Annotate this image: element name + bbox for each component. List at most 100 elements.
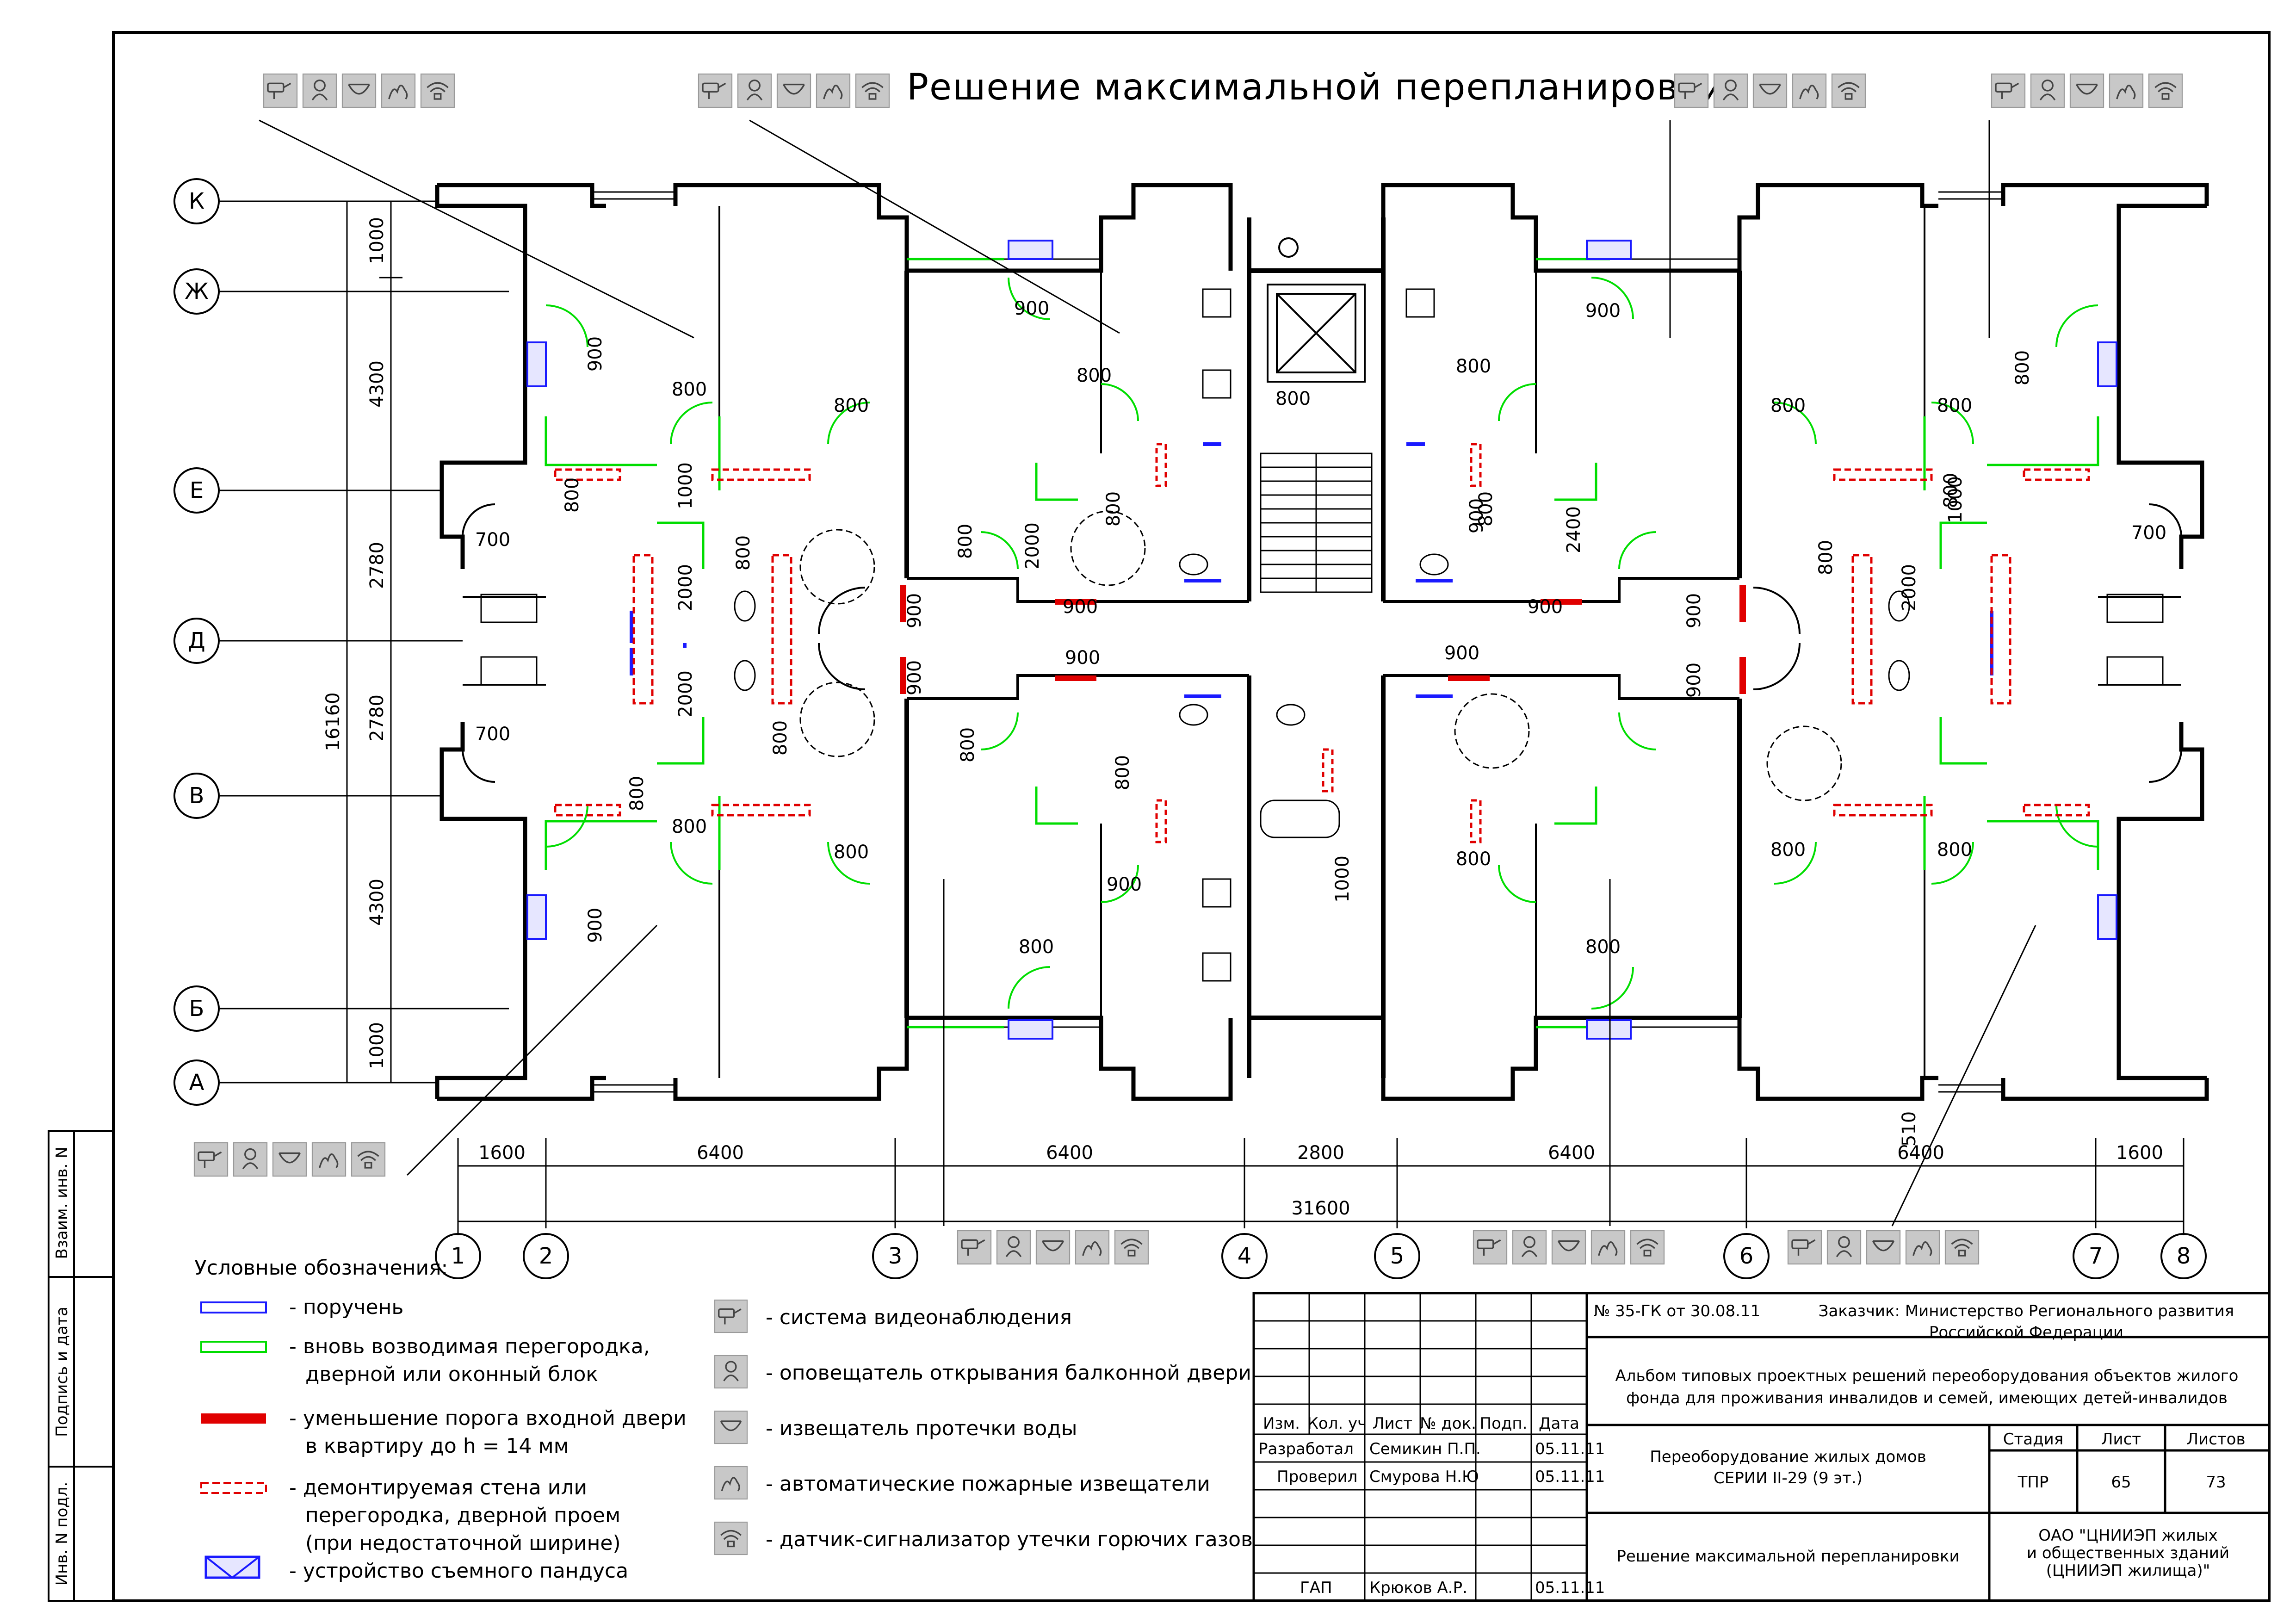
door-width-label: 800 [672, 379, 707, 400]
device-icon-group [1473, 1230, 1665, 1265]
legend-title: Условные обозначения: [194, 1256, 448, 1280]
dim-v-4: 2780 [366, 694, 388, 742]
column-axis-5: 5 [1374, 1138, 1420, 1279]
tb-album: Альбом типовых проектных решений переобо… [1615, 1367, 2239, 1407]
device-legend-label: - датчик-сигнализатор утечки горючих газ… [766, 1528, 1253, 1551]
door-width-label: 800 [1475, 491, 1497, 527]
door-alarm-icon [714, 1355, 748, 1389]
door-width-label: 800 [1937, 395, 1972, 416]
dim-v-3: 2780 [366, 542, 388, 589]
legend-item-2: - вновь возводимая перегородка,дверной и… [289, 1335, 650, 1386]
video-camera-icon [714, 1299, 748, 1333]
door-width-label: 2000 [675, 670, 696, 718]
ramp-symbols [526, 240, 2117, 1040]
tb-date-gap: 05.11.11 [1535, 1579, 1605, 1597]
dim-h-3: 6400 [1046, 1142, 1093, 1164]
gas-detector-icon [714, 1521, 748, 1555]
tb-header-0: Изм. [1263, 1414, 1300, 1433]
water-leak-icon [1866, 1230, 1901, 1265]
sanitary-fixtures [480, 288, 2164, 982]
side-stamp [48, 1130, 114, 1602]
door-width-label: 800 [955, 524, 976, 559]
legend-item-1: - поручень [289, 1295, 403, 1319]
door-width-label: 800 [1770, 839, 1806, 861]
dim-v-5: 4300 [366, 879, 388, 926]
dim-h-4: 2800 [1297, 1142, 1344, 1164]
dim-h-6: 6400 [1897, 1142, 1944, 1164]
fire-detector-icon [1590, 1230, 1626, 1265]
door-width-label: 900 [1466, 498, 1487, 533]
door-width-label: 900 [1063, 596, 1098, 618]
tb-sheets-label: Листов [2186, 1430, 2245, 1449]
door-alarm-icon [1713, 73, 1748, 108]
handrails [630, 442, 1993, 698]
door-width-label: 800 [1077, 365, 1112, 386]
row-axis-2: Ж [173, 268, 509, 315]
row-axis-3: Е [173, 467, 442, 514]
door-width-label: 1000 [1945, 476, 1966, 523]
device-icon-group [193, 1142, 386, 1177]
door-width-label: 800 [1937, 839, 1972, 861]
tb-role-gap: ГАП [1300, 1579, 1332, 1597]
door-width-label: 800 [1940, 473, 1962, 508]
tb-role-check: Проверил [1277, 1468, 1357, 1486]
door-width-label: 2000 [1022, 522, 1043, 570]
device-legend-label: - система видеонаблюдения [766, 1306, 1072, 1329]
dim-h-extra: 510 [1899, 1111, 1920, 1146]
door-width-label: 900 [1683, 593, 1705, 628]
water-leak-icon [1752, 73, 1788, 108]
water-leak-icon [776, 73, 811, 108]
door-alarm-icon [302, 73, 337, 108]
gas-detector-icon [1831, 73, 1866, 108]
tb-contract: № 35-ГК от 30.08.11 [1594, 1302, 1760, 1320]
door-width-label: 2000 [675, 564, 696, 611]
stamp-inventory: Инв. N подл. [53, 1482, 71, 1586]
door-width-label: 900 [1683, 663, 1705, 698]
gas-detector-icon [855, 73, 890, 108]
video-camera-icon [1991, 73, 2026, 108]
fire-detector-icon [816, 73, 851, 108]
door-width-label: 800 [1456, 356, 1491, 377]
water-leak-icon [1035, 1230, 1071, 1265]
door-thresholds [900, 585, 1746, 694]
tb-name-check: Смурова Н.Ю [1369, 1468, 1479, 1486]
column-axis-3: 3 [872, 1138, 918, 1279]
legend-partition-line [200, 1341, 267, 1353]
row-axis-label: К [189, 188, 204, 214]
tb-sheet-title: Решение максимальной перепланировки [1616, 1547, 1959, 1566]
gas-detector-icon [2148, 73, 2183, 108]
elevator-shaft [1267, 237, 1366, 383]
interior-walls [904, 217, 1742, 1078]
fire-detector-icon [1075, 1230, 1110, 1265]
gas-detector-icon [1630, 1230, 1665, 1265]
water-leak-icon [2069, 73, 2104, 108]
row-axis-label: Е [190, 477, 204, 503]
water-leak-icon [341, 73, 377, 108]
column-axis-label: 7 [2089, 1243, 2103, 1269]
tb-sheets: 73 [2206, 1473, 2226, 1492]
device-icon-group [1787, 1230, 1980, 1265]
corridor [907, 577, 1739, 700]
door-width-label: 1000 [1332, 855, 1353, 903]
device-icon-groups [193, 73, 2183, 1265]
legend-ramp-symbol [204, 1555, 260, 1579]
door-width-label: 800 [1815, 540, 1837, 575]
dim-h-1: 1600 [478, 1142, 526, 1164]
legend: Условные обозначения: - поручень - вновь… [194, 1256, 687, 1583]
title-block [1252, 1292, 2271, 1602]
door-alarm-icon [1512, 1230, 1547, 1265]
door-width-label: 800 [1019, 936, 1054, 958]
video-camera-icon [193, 1142, 229, 1177]
title-block-text: Изм. Кол. уч Лист № док. Подп. Дата Разр… [1258, 1302, 2246, 1597]
video-camera-icon [1674, 73, 1709, 108]
door-width-label: 900 [1444, 643, 1479, 664]
door-width-label: 800 [1770, 395, 1806, 416]
demolished-walls [554, 443, 2090, 843]
video-camera-icon [957, 1230, 992, 1265]
video-camera-icon [1473, 1230, 1508, 1265]
exterior-walls [435, 183, 2209, 1101]
door-width-label: 900 [1065, 647, 1100, 669]
